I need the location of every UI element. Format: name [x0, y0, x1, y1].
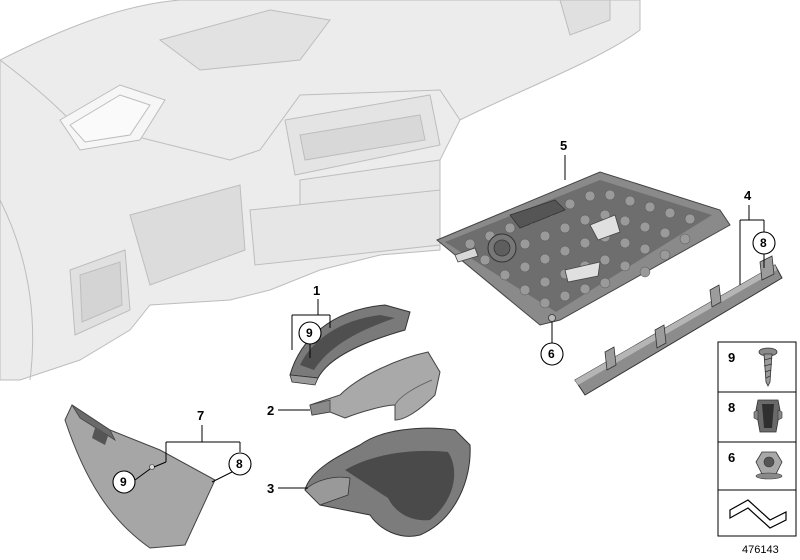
callout-9-panel: 9 [120, 475, 127, 489]
callout-1: 1 [313, 283, 320, 298]
callout-8-rail: 8 [760, 236, 767, 250]
legend-clip-number: 8 [728, 400, 735, 415]
part-2-middle-shroud [309, 351, 441, 421]
dashboard-illustration [0, 0, 641, 381]
hardware-legend: 9 8 6 [717, 341, 797, 537]
screw-icon [758, 347, 778, 387]
nut-icon [755, 451, 783, 480]
callout-7: 7 [197, 408, 204, 423]
legend-screw-number: 9 [728, 350, 735, 365]
callout-5: 5 [560, 138, 567, 153]
callout-6-plate: 6 [548, 347, 555, 361]
callouts: 1 9 2 3 4 8 5 6 7 [112, 138, 776, 496]
part-5-plate [436, 171, 731, 326]
part-4-rail [574, 255, 783, 396]
legend-nut-number: 6 [728, 450, 735, 465]
callout-4: 4 [744, 188, 752, 203]
callout-8-panel: 8 [236, 457, 243, 471]
callout-2: 2 [267, 403, 274, 418]
callout-3: 3 [267, 481, 274, 496]
part-3-lower-shroud [304, 427, 471, 537]
clip-icon [753, 399, 783, 433]
bracket-symbol-icon [729, 499, 787, 529]
diagram-reference-number: 476143 [742, 544, 779, 556]
callout-9-trim: 9 [306, 326, 313, 340]
